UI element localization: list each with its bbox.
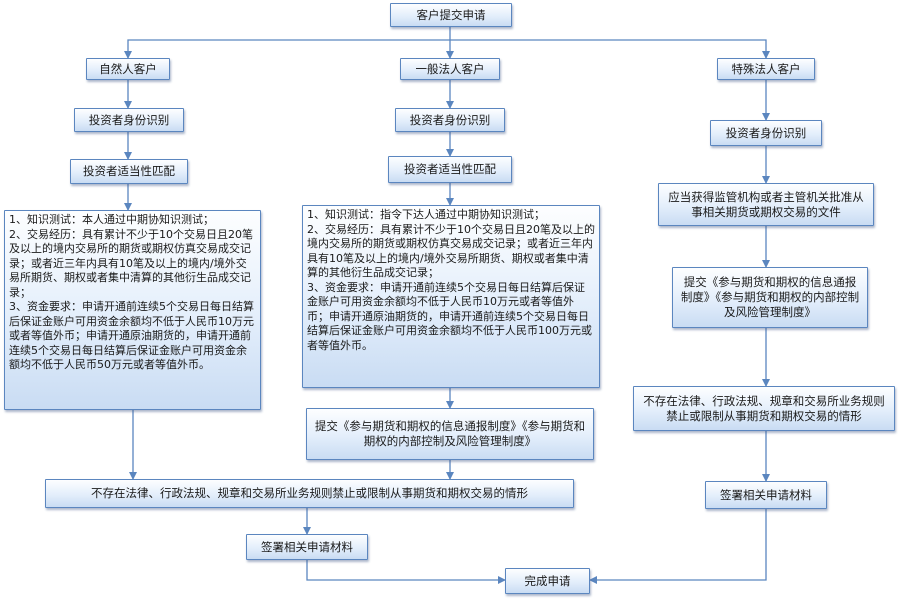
special-identify-node: 投资者身份识别 — [710, 120, 822, 146]
arrow-sign-to-finish — [306, 560, 506, 584]
arrow-start-to-natural — [124, 39, 450, 59]
special-no-prohibition-node: 不存在法律、行政法规、规章和交易所业务规则禁止或限制从事期货和期权交易的情形 — [633, 386, 895, 431]
general-requirements-node: 1、知识测试：指令下达人通过中期协知识测试； 2、交易经历：具有累计不少于10个… — [302, 205, 600, 388]
arrow-spe-sign-to-finish — [589, 509, 767, 584]
start-node: 客户提交申请 — [390, 3, 512, 27]
general-match-node: 投资者适当性匹配 — [388, 156, 512, 183]
natural-person-node: 自然人客户 — [86, 58, 170, 80]
arrow-start-to-special — [450, 39, 770, 59]
special-legal-person-node: 特殊法人客户 — [717, 58, 815, 80]
common-no-prohibition-node: 不存在法律、行政法规、规章和交易所业务规则禁止或限制从事期货和期权交易的情形 — [45, 479, 574, 508]
general-system-docs-node: 提交《参与期货和期权的信息通报制度》《参与期货和期权的内部控制及风险管理制度》 — [306, 408, 594, 460]
finish-node: 完成申请 — [505, 568, 590, 594]
general-identify-node: 投资者身份识别 — [395, 108, 505, 132]
natural-requirements-node: 1、知识测试：本人通过中期协知识测试； 2、交易经历：具有累计不少于10个交易日… — [4, 210, 261, 410]
general-legal-person-node: 一般法人客户 — [400, 58, 500, 80]
common-sign-node: 签署相关申请材料 — [246, 534, 368, 560]
special-system-docs-node: 提交《参与期货和期权的信息通报制度》《参与期货和期权的内部控制及风险管理制度》 — [672, 267, 868, 328]
natural-identify-node: 投资者身份识别 — [74, 108, 184, 132]
special-sign-node: 签署相关申请材料 — [705, 481, 827, 509]
natural-match-node: 投资者适当性匹配 — [70, 159, 188, 184]
special-approval-node: 应当获得监管机构或者主管机关批准从事相关期货或期权交易的文件 — [658, 183, 874, 226]
